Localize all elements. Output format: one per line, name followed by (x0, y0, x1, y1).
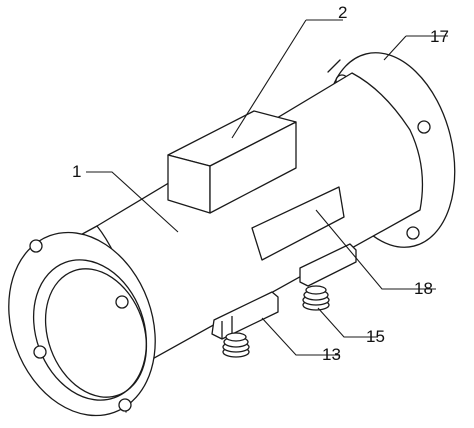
support-foot-right (299, 243, 357, 287)
leader-18 (315, 209, 436, 290)
spring-right (302, 285, 330, 311)
side-plate (251, 186, 345, 261)
right-flange-bolt-hole-2 (417, 120, 431, 134)
spring-left-coil-4 (225, 332, 247, 342)
leader-15 (317, 307, 378, 338)
left-flange (8, 225, 156, 417)
side-plate-shape (251, 186, 345, 261)
leader-17 (383, 35, 448, 61)
spring-right-coil-4 (305, 285, 327, 295)
label-side-plate: 18 (414, 279, 433, 298)
right-flange-bolt-hole-3 (406, 226, 420, 240)
support-feet (211, 243, 357, 340)
top-box-side (209, 121, 297, 214)
reference-labels: 2 17 1 18 15 13 (72, 3, 449, 364)
leader-2 (231, 19, 343, 139)
leader-1 (86, 171, 179, 233)
left-flange-bolt-hole-1 (29, 239, 43, 253)
label-flange-right: 17 (430, 27, 449, 46)
label-support-foot: 13 (322, 345, 341, 364)
support-foot-left-edge (221, 316, 233, 339)
top-box (167, 110, 297, 214)
label-top-box: 2 (338, 3, 347, 22)
spring-left (222, 332, 250, 358)
left-flange-bore-inner (44, 268, 148, 398)
leader-lines (86, 19, 448, 356)
label-spring: 15 (366, 327, 385, 346)
left-flange-bolt-hole-3 (118, 398, 132, 412)
left-flange-bolt-hole-2 (115, 295, 129, 309)
label-pipe-body: 1 (72, 162, 81, 181)
leader-13 (261, 317, 340, 356)
right-flange-rim-top (327, 59, 341, 73)
springs (222, 285, 330, 358)
left-flange-bolt-hole-4 (33, 345, 47, 359)
